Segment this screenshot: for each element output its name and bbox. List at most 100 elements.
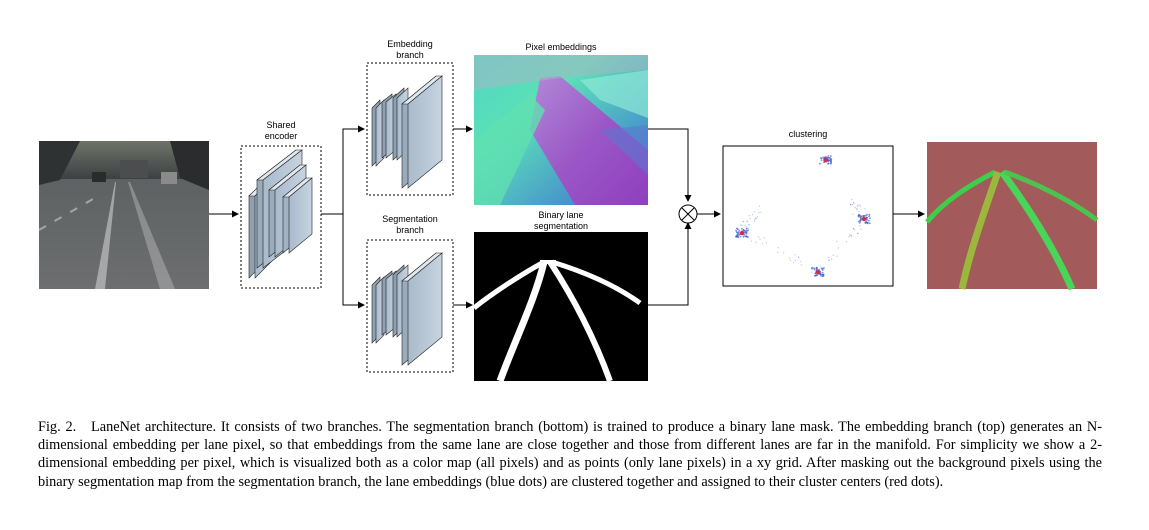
blue-dot bbox=[850, 204, 852, 206]
blue-dot bbox=[793, 262, 795, 264]
blue-dot bbox=[827, 156, 830, 159]
blue-dot bbox=[855, 208, 857, 210]
blue-dot bbox=[864, 222, 867, 224]
pixel-embeddings-label: Pixel embeddings bbox=[525, 42, 597, 52]
blue-dot bbox=[849, 235, 851, 237]
blue-dot bbox=[745, 226, 748, 228]
blue-dot bbox=[745, 227, 748, 230]
blue-dot bbox=[858, 220, 860, 223]
blue-dot bbox=[746, 231, 748, 233]
blue-dot bbox=[783, 252, 785, 254]
blue-dot bbox=[762, 242, 764, 244]
encoder-layer bbox=[282, 177, 313, 254]
blue-dot bbox=[828, 257, 830, 259]
blue-dot bbox=[754, 217, 757, 219]
blue-dot bbox=[859, 214, 862, 217]
blue-dot bbox=[736, 233, 739, 236]
blue-dot bbox=[822, 269, 824, 271]
blue-dot bbox=[763, 237, 765, 239]
blue-dot bbox=[760, 211, 762, 213]
blue-dot bbox=[848, 236, 850, 238]
blue-dot bbox=[745, 231, 748, 234]
shared-encoder-label-line2: encoder bbox=[265, 131, 298, 141]
arrow-segmentation-to-mask bbox=[648, 222, 692, 306]
blue-dot bbox=[736, 235, 739, 238]
blue-dot bbox=[861, 214, 863, 217]
architecture-diagram: Shared encoder Embedding branch bbox=[38, 39, 1099, 383]
blue-dot bbox=[811, 271, 813, 273]
blue-dot bbox=[750, 240, 753, 242]
blue-dot bbox=[745, 232, 748, 235]
clustering-frame bbox=[722, 145, 894, 287]
blue-dot bbox=[748, 224, 750, 226]
blue-dot bbox=[856, 205, 858, 207]
blue-dot bbox=[747, 229, 749, 232]
blue-dot bbox=[815, 266, 818, 269]
segmentation-branch: Segmentation branch bbox=[366, 214, 454, 373]
blue-dot bbox=[738, 229, 741, 232]
blue-dot bbox=[740, 224, 742, 226]
blue-dot bbox=[850, 236, 853, 238]
blue-dot bbox=[759, 205, 761, 207]
binary-segmentation-label-line2: segmentation bbox=[534, 221, 588, 231]
blue-dot bbox=[756, 216, 758, 218]
blue-dot bbox=[765, 242, 768, 244]
blue-dot bbox=[831, 258, 833, 260]
blue-dot bbox=[747, 236, 749, 239]
blue-dot bbox=[859, 204, 861, 206]
blue-dot bbox=[753, 211, 755, 213]
blue-dot bbox=[794, 260, 797, 262]
blue-dot bbox=[859, 219, 862, 221]
blue-dot bbox=[822, 275, 825, 278]
blue-dot bbox=[789, 259, 792, 261]
blue-dot bbox=[821, 271, 824, 274]
blue-dot bbox=[832, 254, 834, 256]
embedding-branch-label-line2: branch bbox=[396, 50, 424, 60]
red-dot bbox=[815, 269, 821, 275]
blue-dot bbox=[758, 212, 760, 214]
blue-dot bbox=[745, 229, 748, 232]
blue-dot bbox=[743, 234, 746, 236]
blue-dot bbox=[830, 155, 832, 157]
embedding-branch: Embedding branch bbox=[366, 39, 454, 196]
lane-instance-line bbox=[999, 169, 1076, 291]
blue-dot bbox=[742, 221, 744, 223]
blue-dot bbox=[815, 268, 818, 271]
lane-line bbox=[547, 260, 613, 383]
blue-dot bbox=[863, 214, 865, 217]
clustering-label: clustering bbox=[789, 129, 828, 139]
blue-dot bbox=[865, 220, 867, 223]
blue-dot bbox=[759, 238, 761, 240]
blue-dot bbox=[798, 256, 800, 258]
blue-dot bbox=[868, 219, 870, 222]
blue-dot bbox=[814, 272, 817, 274]
blue-dot bbox=[859, 205, 862, 207]
blue-dot bbox=[800, 260, 802, 262]
blue-dot bbox=[811, 267, 813, 270]
blue-dot bbox=[856, 208, 858, 210]
lane-instance-output bbox=[925, 142, 1099, 291]
encoder-dashed-frame bbox=[240, 145, 322, 289]
blue-dot bbox=[777, 247, 779, 249]
blue-dot bbox=[743, 229, 746, 232]
blue-dot bbox=[735, 229, 737, 232]
blue-dot bbox=[800, 264, 802, 266]
blue-dot bbox=[864, 214, 867, 217]
blue-dot bbox=[743, 220, 745, 223]
blue-dot bbox=[858, 213, 860, 216]
blue-dot bbox=[830, 158, 833, 161]
figure-number: Fig. 2. bbox=[38, 419, 77, 435]
blue-dot bbox=[755, 241, 757, 243]
blue-dot bbox=[853, 229, 856, 231]
red-dot bbox=[823, 157, 829, 163]
shared-encoder-label-line1: Shared bbox=[266, 120, 295, 130]
blue-dot bbox=[860, 216, 862, 218]
arrow-embeddings-to-mask bbox=[648, 128, 692, 202]
blue-dot bbox=[849, 234, 851, 236]
red-dot bbox=[861, 216, 867, 222]
blue-dot bbox=[869, 217, 871, 220]
blue-dot bbox=[829, 160, 832, 163]
car-icon bbox=[92, 172, 106, 182]
lane-line bbox=[472, 259, 546, 310]
shared-encoder: Shared encoder bbox=[240, 120, 322, 289]
